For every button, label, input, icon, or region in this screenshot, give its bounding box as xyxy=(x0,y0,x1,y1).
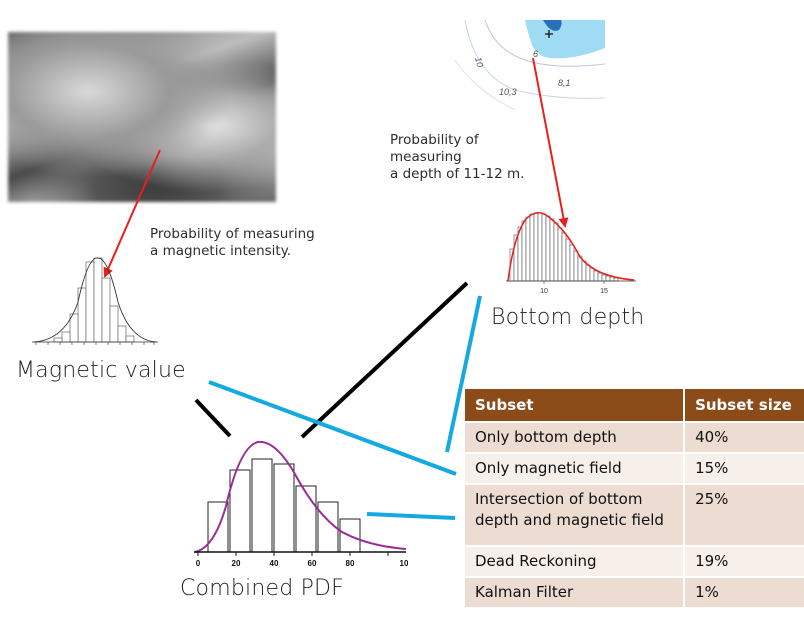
pdf-tick: 0 xyxy=(196,559,201,568)
pdf-tick: 10 xyxy=(400,559,408,568)
table-row: Intersection of bottom depth and magneti… xyxy=(465,483,804,545)
subset-name: Kalman Filter xyxy=(465,576,684,607)
subset-size: 40% xyxy=(683,421,804,452)
black-line-magnetic xyxy=(194,398,232,438)
magnetic-caption-line: a magnetic intensity. xyxy=(150,243,292,259)
blue-line-depth-to-table xyxy=(445,295,482,453)
combined-pdf-label: Combined PDF xyxy=(180,576,345,601)
subset-name: Intersection of bottom depth and magneti… xyxy=(465,483,684,545)
table-row: Dead Reckoning 19% xyxy=(465,545,804,576)
magnetic-map-image xyxy=(8,32,276,202)
blue-line-magnetic-to-table xyxy=(208,380,457,476)
depth-tick: 15 xyxy=(600,288,608,295)
position-cross-icon xyxy=(545,30,553,38)
nautical-chart-image: 10 6 10,3 8,1 xyxy=(455,20,605,110)
depth-caption: Probability of measuring a depth of 11-1… xyxy=(390,132,524,183)
subset-name-line: Intersection of bottom xyxy=(475,490,643,508)
subset-name: Dead Reckoning xyxy=(465,545,684,576)
subset-name: Only bottom depth xyxy=(465,421,684,452)
magnetic-caption: Probability of measuring a magnetic inte… xyxy=(150,226,315,260)
subset-size: 1% xyxy=(683,576,804,607)
header-subset-size: Subset size xyxy=(683,389,804,421)
subset-size: 25% xyxy=(683,483,804,545)
subset-table: Subset Subset size Only bottom depth 40%… xyxy=(465,389,804,607)
pdf-tick: 40 xyxy=(270,559,279,568)
depth-tick: 10 xyxy=(540,288,548,295)
table-row: Only magnetic field 15% xyxy=(465,452,804,483)
depth-caption-line: a depth of 11-12 m. xyxy=(390,166,525,182)
magnetic-histogram xyxy=(32,257,158,345)
table-row: Kalman Filter 1% xyxy=(465,576,804,607)
magnetic-value-label: Magnetic value xyxy=(16,358,186,383)
map-sounding: 10,3 xyxy=(499,87,517,97)
table-header-row: Subset Subset size xyxy=(465,389,804,421)
blue-line-pdf-to-table xyxy=(366,512,456,520)
map-sounding: 10 xyxy=(473,56,485,68)
subset-size: 19% xyxy=(683,545,804,576)
map-sounding: 6 xyxy=(533,49,538,59)
depth-histogram: 10 15 xyxy=(506,212,636,295)
black-line-depth xyxy=(300,281,469,439)
table-row: Only bottom depth 40% xyxy=(465,421,804,452)
pdf-tick: 80 xyxy=(346,559,355,568)
map-sounding: 8,1 xyxy=(558,78,571,88)
red-arrow-magnetic xyxy=(103,149,161,278)
bottom-depth-label: Bottom depth xyxy=(491,305,645,330)
depth-caption-line: Probability of xyxy=(390,132,479,148)
combined-pdf-chart: 0 20 40 60 80 10 xyxy=(194,440,408,568)
red-arrow-depth xyxy=(532,57,569,228)
depth-caption-line: measuring xyxy=(390,149,462,165)
subset-size: 15% xyxy=(683,452,804,483)
magnetic-caption-line: Probability of measuring xyxy=(150,226,315,242)
pdf-tick: 20 xyxy=(232,559,241,568)
header-subset: Subset xyxy=(465,389,684,421)
subset-name: Only magnetic field xyxy=(465,452,684,483)
pdf-tick: 60 xyxy=(308,559,317,568)
subset-name-line: depth and magnetic field xyxy=(475,511,664,529)
